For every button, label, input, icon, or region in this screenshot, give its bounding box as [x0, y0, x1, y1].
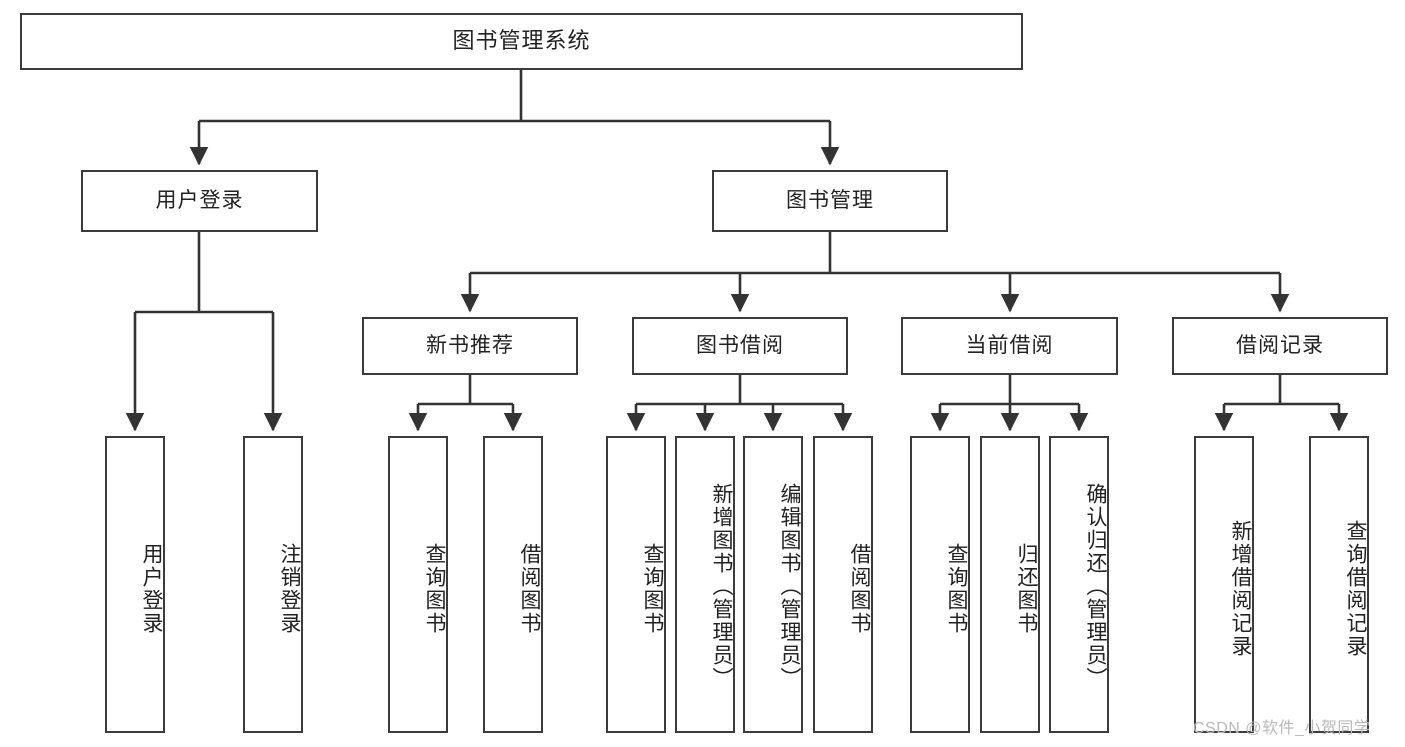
node-user-login[interactable]: 用户登录 — [81, 170, 318, 232]
leaf-edit-book-admin[interactable]: 编辑图书（管理员） — [743, 436, 803, 733]
csdn-watermark: CSDN @软件_小贺同学 — [1193, 720, 1371, 737]
node-new-book-recommendation[interactable]: 新书推荐 — [362, 317, 578, 375]
leaf-borrow-book-recommend[interactable]: 借阅图书 — [483, 436, 543, 733]
leaf-query-borrow-record[interactable]: 查询借阅记录 — [1309, 436, 1369, 733]
leaf-user-login[interactable]: 用户登录 — [105, 436, 165, 733]
node-current-borrow[interactable]: 当前借阅 — [901, 317, 1118, 375]
leaf-query-book-borrow[interactable]: 查询图书 — [606, 436, 666, 733]
leaf-return-book[interactable]: 归还图书 — [980, 436, 1040, 733]
node-borrow-record[interactable]: 借阅记录 — [1172, 317, 1388, 375]
leaf-logout-login[interactable]: 注销登录 — [243, 436, 303, 733]
leaf-add-borrow-record[interactable]: 新增借阅记录 — [1194, 436, 1254, 733]
node-book-borrow[interactable]: 图书借阅 — [632, 317, 848, 375]
leaf-confirm-return-admin[interactable]: 确认归还（管理员） — [1049, 436, 1109, 733]
node-book-management[interactable]: 图书管理 — [712, 170, 948, 232]
leaf-query-book-recommend[interactable]: 查询图书 — [388, 436, 448, 733]
leaf-add-book-admin[interactable]: 新增图书（管理员） — [675, 436, 735, 733]
leaf-query-book-current[interactable]: 查询图书 — [910, 436, 970, 733]
node-root-book-management-system[interactable]: 图书管理系统 — [20, 13, 1023, 70]
leaf-borrow-book-borrow[interactable]: 借阅图书 — [813, 436, 873, 733]
